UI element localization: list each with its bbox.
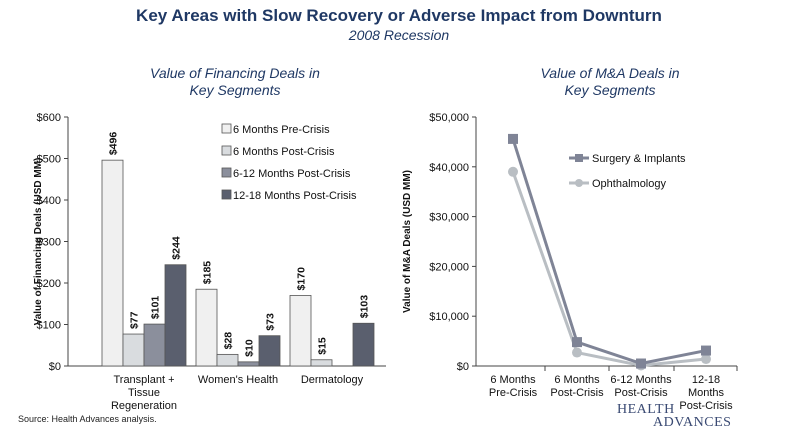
financing-legend-swatch [221,189,232,200]
ma-chart-title-line-2: Key Segments [564,82,656,98]
ma-category-label: 6-12 Months [610,374,672,386]
financing-chart-title-line-2: Key Segments [189,82,281,98]
page-title: Key Areas with Slow Recovery or Adverse … [136,6,662,25]
financing-chart-title: Value of Financing Deals in Key Segments [100,65,370,99]
ma-data-point [701,354,711,365]
financing-category-label: Tissue [128,387,160,399]
financing-bar-data-label: $77 [129,311,141,329]
financing-bar [258,335,281,367]
financing-bar-data-label: $101 [150,296,162,320]
health-advances-logo: HEALTH ADVANCES [617,402,777,432]
ma-data-point [572,347,582,358]
financing-bar-data-label: $103 [359,295,371,319]
financing-bar [164,264,187,367]
ma-data-point [636,358,646,369]
financing-bar [195,288,218,367]
financing-y-axis-label: Value of Financing Deals (USD MM) [33,158,44,326]
ma-y-tick-label: $50,000 [429,112,469,124]
financing-bar-data-label: $10 [244,339,256,357]
ma-category-label: 12-18 [692,374,720,386]
ma-legend-label: Ophthalmology [592,178,666,190]
financing-bar [101,159,124,367]
ma-data-point [701,345,711,356]
financing-y-tick-label: $200 [37,278,61,290]
financing-legend-label: 6 Months Pre-Crisis [233,124,330,136]
ma-category-label: Post-Crisis [614,387,668,399]
financing-category-label: Women's Health [198,374,278,386]
financing-y-tick-label: $500 [37,154,61,166]
ma-y-tick-label: $20,000 [429,261,469,273]
financing-bar-data-label: $28 [223,332,235,350]
financing-bar-data-label: $170 [296,267,308,291]
ma-y-tick-label: $0 [457,361,469,373]
ma-data-point [508,166,518,177]
financing-bar-data-label: $244 [171,236,183,260]
financing-bar [237,361,260,367]
financing-bar [310,359,333,367]
financing-legend-label: 6 Months Post-Crisis [233,146,335,158]
financing-y-tick-label: $600 [37,112,61,124]
financing-legend-swatch [221,167,232,178]
financing-bar [352,322,375,367]
ma-category-label: Post-Crisis [550,387,604,399]
ma-series-line [511,138,707,366]
financing-chart-title-line-1: Value of Financing Deals in [150,65,320,81]
ma-y-tick-label: $40,000 [429,162,469,174]
ma-chart-title-line-1: Value of M&A Deals in [540,65,680,81]
ma-y-tick-label: $10,000 [429,311,469,323]
financing-bar [143,323,166,367]
ma-y-axis-label: Value of M&A Deals (USD MM) [402,170,413,313]
ma-category-label: 6 Months [554,374,600,386]
ma-legend-marker [575,179,583,187]
logo-line-2: ADVANCES [653,415,732,430]
ma-legend-marker [575,154,583,162]
logo-line-1: HEALTH [617,402,675,417]
financing-legend-swatch [221,145,232,156]
financing-bar [289,295,312,367]
ma-chart-title: Value of M&A Deals in Key Segments [480,65,740,99]
ma-legend-label: Surgery & Implants [592,153,686,165]
ma-y-tick-label: $30,000 [429,212,469,224]
financing-y-tick-label: $300 [37,237,61,249]
ma-data-point [572,337,582,348]
ma-category-label: 6 Months [490,374,536,386]
financing-y-tick-label: $0 [49,361,61,373]
financing-bar-data-label: $496 [108,132,120,156]
source-note: Source: Health Advances analysis. [18,414,157,424]
financing-bar-data-label: $185 [202,261,214,285]
ma-category-label: Post-Crisis [679,400,733,412]
financing-y-tick-label: $400 [37,195,61,207]
financing-category-label: Dermatology [301,374,364,386]
financing-bar-data-label: $73 [265,313,277,331]
ma-data-point [508,133,518,144]
ma-category-label: Months [688,387,725,399]
ma-series-line [511,171,707,368]
financing-category-label: Transplant + [113,374,174,386]
financing-legend-label: 6-12 Months Post-Crisis [233,168,351,180]
financing-y-tick-label: $100 [37,320,61,332]
financing-legend-swatch [221,123,232,134]
financing-bar [216,353,239,367]
ma-category-label: Pre-Crisis [489,387,538,399]
financing-legend-label: 12-18 Months Post-Crisis [233,190,357,202]
financing-bar-data-label: $15 [317,337,329,355]
financing-bar [122,333,145,367]
financing-category-label: Regeneration [111,400,177,412]
page-subtitle: 2008 Recession [348,27,450,43]
